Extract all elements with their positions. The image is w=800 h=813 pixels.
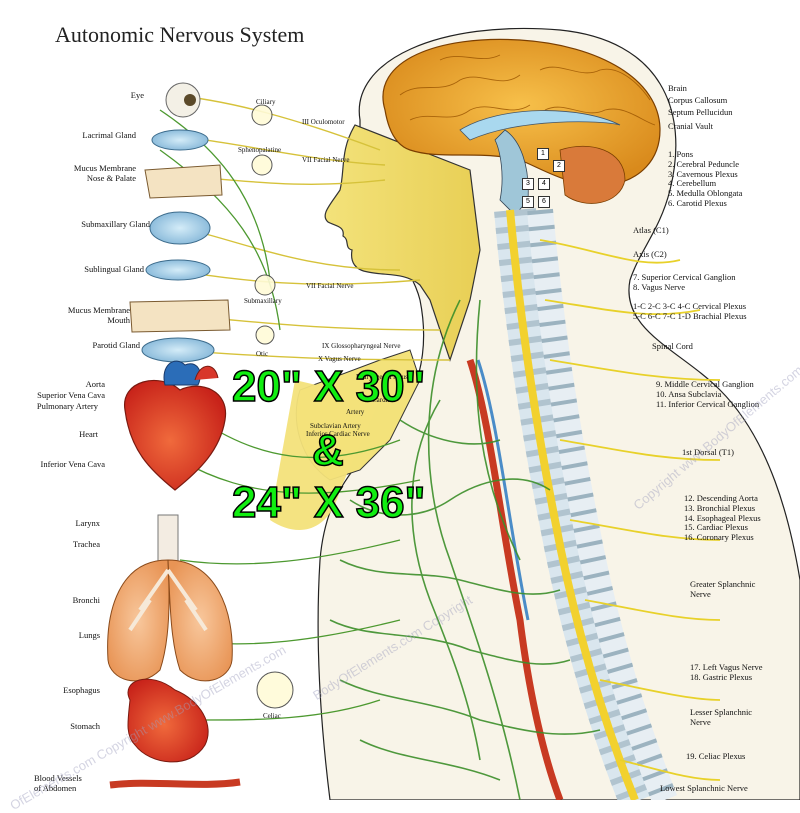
label-superior-vena-cava: Superior Vena Cava: [37, 390, 105, 400]
label-aorta: Aorta: [85, 379, 105, 389]
label-first-dorsal: 1st Dorsal (T1): [682, 447, 734, 457]
eye-organ: [165, 82, 201, 118]
label-facial-nerve-1: VII Facial Nerve: [302, 156, 350, 164]
spine-number-5: 5: [522, 196, 534, 208]
label-esophagus: Esophagus: [63, 685, 100, 695]
label-mucus-nose: Mucus Membrane Nose & Palate: [73, 163, 136, 183]
label-oculomotor: III Oculomotor: [302, 118, 345, 126]
promo-size-1: 20" X 30": [231, 361, 426, 412]
abdominal-vessels: [109, 778, 241, 789]
spine-number-6: 6: [538, 196, 550, 208]
aorta-vessel: [466, 358, 564, 800]
label-inferior-vena-cava: Inferior Vena Cava: [40, 459, 105, 469]
label-list-brain: 1. Pons 2. Cerebral Peduncle 3. Cavernou…: [668, 149, 743, 208]
label-otic: Otic: [256, 350, 269, 358]
spine-number-3: 3: [522, 178, 534, 190]
label-list-thoracic: 12. Descending Aorta 13. Bronchial Plexu…: [684, 493, 761, 543]
sphenopalatine-ganglion: [251, 154, 273, 176]
label-lowest-splanchnic: Lowest Splanchnic Nerve: [660, 783, 748, 793]
label-stomach: Stomach: [70, 721, 100, 731]
label-subclavian: Subclavian Artery: [310, 422, 361, 430]
label-septum: Septum Pellucidun: [668, 107, 733, 117]
face: [324, 124, 481, 362]
label-sphenopalatine: Sphenopalatine: [238, 146, 282, 154]
celiac-ganglion: [256, 671, 294, 709]
spine-number-4: 4: [538, 178, 550, 190]
promo-ampersand: &: [311, 425, 344, 476]
corpus-callosum: [459, 110, 621, 141]
label-greater-splanchnic: Greater Splanchnic Nerve: [690, 579, 756, 599]
label-bronchi: Bronchi: [72, 595, 100, 605]
label-list-ganglion: 7. Superior Cervical Ganglion 8. Vagus N…: [633, 272, 736, 292]
label-list-cervical: 9. Middle Cervical Ganglion 10. Ansa Sub…: [656, 379, 760, 409]
glands: [129, 129, 231, 363]
page-title: Autonomic Nervous System: [55, 22, 305, 47]
label-plexus: 1-C 2-C 3-C 4-C Cervical Plexus 5-C 6-C …: [633, 301, 747, 321]
label-eye: Eye: [130, 90, 144, 100]
label-trachea: Trachea: [72, 539, 100, 549]
label-brain: Brain: [668, 83, 687, 93]
promo-size-2: 24" X 36": [231, 477, 426, 528]
submaxillary-ganglion: [254, 274, 276, 296]
label-list-vagus: 17. Left Vagus Nerve 18. Gastric Plexus: [690, 662, 763, 682]
spine-number-2: 2: [553, 160, 565, 172]
label-cardiac: Cardiac: [372, 396, 394, 404]
label-glossopharyngeal: IX Glossopharyngeal Nerve: [322, 342, 401, 350]
label-blood-vessels: Blood Vessels of Abdomen: [34, 773, 82, 793]
heart-organ: [124, 360, 227, 491]
label-parotid-gland: Parotid Gland: [92, 340, 140, 350]
label-lungs: Lungs: [78, 630, 100, 640]
label-inferior-cardiac-nerve: Inferior Cardiac Nerve: [306, 430, 370, 438]
label-cranial-vault: Cranial Vault: [668, 121, 713, 131]
spinal-column: [494, 208, 678, 800]
label-lacrimal: Lacrimal Gland: [82, 130, 136, 140]
cerebellum: [559, 145, 626, 204]
label-larynx: Larynx: [75, 518, 100, 528]
label-atlas: Atlas (C1): [633, 225, 669, 235]
label-submaxillary: Submaxillary: [244, 297, 282, 305]
label-ciliary: Ciliary: [256, 98, 276, 106]
ciliary-ganglion: [251, 104, 273, 126]
label-mucus-mouth: Mucus Membrane Mouth: [67, 305, 130, 325]
label-vagus: X Vagus Nerve: [318, 355, 361, 363]
label-lesser-splanchnic: Lesser Splanchnic Nerve: [690, 707, 753, 727]
spine-number-1: 1: [537, 148, 549, 160]
label-pharyngeal-plexus: Pharyngeal Plexus: [356, 373, 408, 381]
label-celiac-ganglion: Celiac: [263, 712, 281, 720]
label-facial-nerve-2: VII Facial Nerve: [306, 282, 354, 290]
label-corpus-callosum: Corpus Callosum: [668, 95, 728, 105]
label-pulmonary-artery: Pulmonary Artery: [36, 401, 98, 411]
label-axis: Axis (C2): [633, 249, 667, 259]
label-sublingual-gland: Sublingual Gland: [84, 264, 144, 274]
label-celiac-plexus: 19. Celiac Plexus: [686, 751, 746, 761]
lungs-organ: [107, 514, 233, 682]
label-artery: Artery: [346, 408, 365, 416]
stomach-organ: [127, 678, 209, 763]
otic-ganglion: [255, 325, 275, 345]
label-spinal-cord: Spinal Cord: [652, 341, 693, 351]
label-heart: Heart: [79, 429, 98, 439]
label-submaxillary-gland: Submaxillary Gland: [81, 219, 150, 229]
